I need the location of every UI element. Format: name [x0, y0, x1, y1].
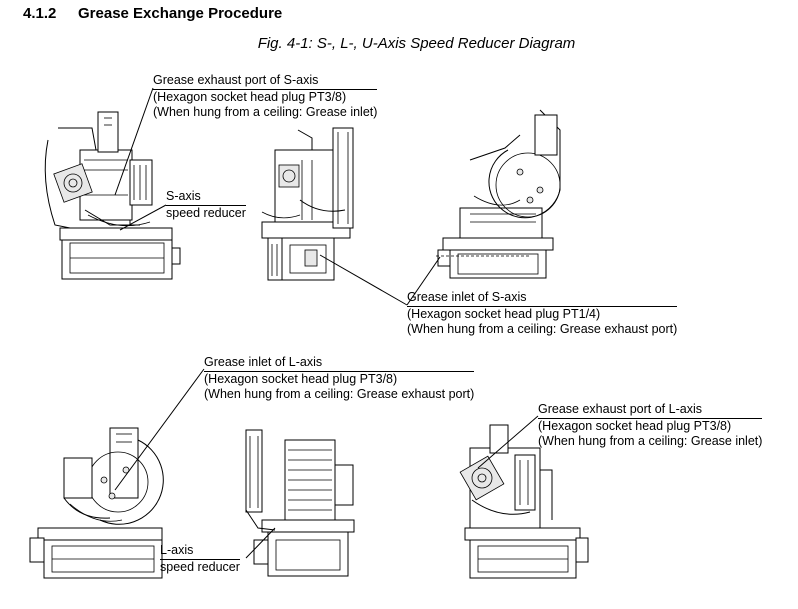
callout-s-reducer-line2: speed reducer [166, 205, 246, 220]
section-heading: 4.1.2 Grease Exchange Procedure [23, 5, 282, 22]
callout-l-reducer-line2: speed reducer [160, 559, 240, 574]
callout-l-axis-inlet: Grease inlet of L-axis (Hexagon socket h… [204, 355, 475, 403]
callout-s-axis-reducer: S-axis speed reducer [166, 189, 246, 221]
robot-view-bottom-left [29, 427, 164, 579]
robot-view-top-right [436, 109, 561, 279]
callout-s-axis-exhaust: Grease exhaust port of S-axis (Hexagon s… [153, 73, 378, 121]
robot-view-top-center [261, 127, 354, 281]
callout-l-exhaust-ceiling: (When hung from a ceiling: Grease inlet) [538, 434, 763, 448]
callout-l-inlet-ceiling: (When hung from a ceiling: Grease exhaus… [204, 387, 475, 401]
section-number: 4.1.2 [23, 5, 57, 22]
callout-l-inlet-plug: (Hexagon socket head plug PT3/8) [204, 371, 398, 386]
callout-s-exhaust-title: Grease exhaust port of S-axis [153, 73, 378, 90]
callout-s-inlet-ceiling: (When hung from a ceiling: Grease exhaus… [407, 322, 678, 336]
callout-l-inlet-title: Grease inlet of L-axis [204, 355, 475, 372]
callout-l-axis-reducer: L-axis speed reducer [160, 543, 240, 575]
callout-s-reducer-line1: S-axis [166, 189, 246, 206]
callout-l-reducer-line1: L-axis [160, 543, 240, 560]
robot-view-top-left [44, 111, 181, 280]
robot-view-bottom-right [459, 424, 589, 579]
callout-s-inlet-title: Grease inlet of S-axis [407, 290, 678, 307]
callout-s-inlet-plug: (Hexagon socket head plug PT1/4) [407, 306, 601, 321]
callout-l-exhaust-plug: (Hexagon socket head plug PT3/8) [538, 418, 732, 433]
section-title: Grease Exchange Procedure [78, 5, 283, 22]
callout-l-exhaust-title: Grease exhaust port of L-axis [538, 402, 763, 419]
callout-s-exhaust-plug: (Hexagon socket head plug PT3/8) [153, 89, 347, 104]
callout-s-axis-inlet: Grease inlet of S-axis (Hexagon socket h… [407, 290, 678, 338]
callout-l-axis-exhaust: Grease exhaust port of L-axis (Hexagon s… [538, 402, 763, 450]
leader-lines [114, 87, 539, 559]
figure-caption: Fig. 4-1: S-, L-, U-Axis Speed Reducer D… [257, 35, 576, 52]
callout-s-exhaust-ceiling: (When hung from a ceiling: Grease inlet) [153, 105, 378, 119]
robot-view-bottom-center [245, 429, 355, 577]
